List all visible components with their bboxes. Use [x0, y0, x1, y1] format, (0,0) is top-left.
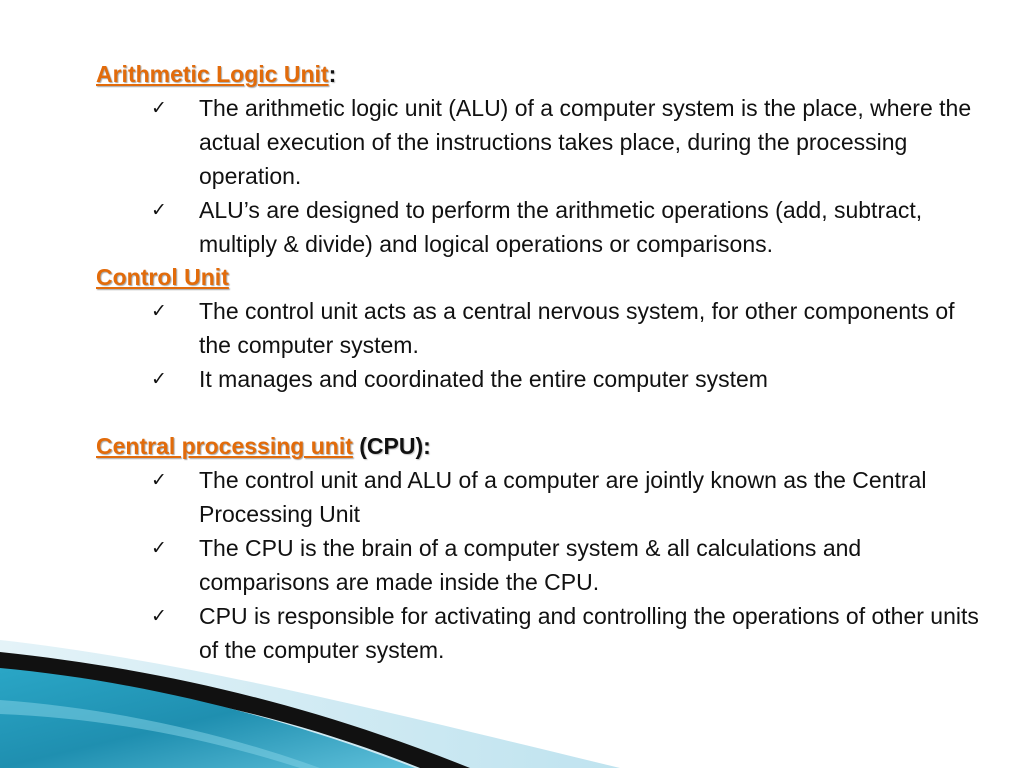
heading-alu-text: Arithmetic Logic Unit [96, 61, 329, 87]
check-mark-icon: ✓ [151, 199, 167, 221]
cpu-bullet-list: ✓ The control unit and ALU of a computer … [96, 463, 996, 667]
heading-control-unit: Control Unit [96, 261, 996, 294]
check-mark-icon: ✓ [151, 605, 167, 627]
list-item-text: CPU is responsible for activating and co… [199, 603, 979, 663]
check-mark-icon: ✓ [151, 469, 167, 491]
list-item: ✓ The CPU is the brain of a computer syst… [96, 531, 989, 599]
check-mark-icon: ✓ [151, 368, 167, 390]
list-item: ✓ The arithmetic logic unit (ALU) of a co… [96, 91, 989, 193]
list-item: ✓ ALU’s are designed to perform the arith… [96, 193, 989, 261]
check-mark-icon: ✓ [151, 97, 167, 119]
wave-teal-band [0, 668, 415, 768]
wave-highlight [0, 700, 320, 768]
list-item-text: It manages and coordinated the entire co… [199, 366, 768, 392]
check-mark-icon: ✓ [151, 300, 167, 322]
list-item: ✓ CPU is responsible for activating and c… [96, 599, 989, 667]
check-mark-icon: ✓ [151, 537, 167, 559]
control-unit-bullet-list: ✓ The control unit acts as a central nerv… [96, 294, 996, 396]
slide-content: Arithmetic Logic Unit: ✓ The arithmetic l… [96, 58, 996, 667]
list-item-text: The control unit and ALU of a computer a… [199, 467, 927, 527]
heading-alu: Arithmetic Logic Unit: [96, 58, 996, 91]
heading-cpu-suffix: (CPU): [352, 433, 431, 459]
heading-cpu: Central processing unit (CPU): [96, 430, 996, 463]
heading-alu-suffix: : [328, 61, 337, 87]
wave-dark-swoosh [0, 652, 470, 768]
alu-bullet-list: ✓ The arithmetic logic unit (ALU) of a co… [96, 91, 996, 261]
list-item: ✓ The control unit acts as a central nerv… [96, 294, 989, 362]
list-item-text: The CPU is the brain of a computer syste… [199, 535, 862, 595]
list-item-text: ALU’s are designed to perform the arithm… [199, 197, 923, 257]
heading-control-unit-text: Control Unit [96, 264, 229, 290]
list-item: ✓ The control unit and ALU of a computer … [96, 463, 989, 531]
list-item: ✓ It manages and coordinated the entire c… [96, 362, 989, 396]
list-item-text: The control unit acts as a central nervo… [199, 298, 955, 358]
list-item-text: The arithmetic logic unit (ALU) of a com… [199, 95, 972, 189]
heading-cpu-text: Central processing unit [96, 433, 353, 459]
